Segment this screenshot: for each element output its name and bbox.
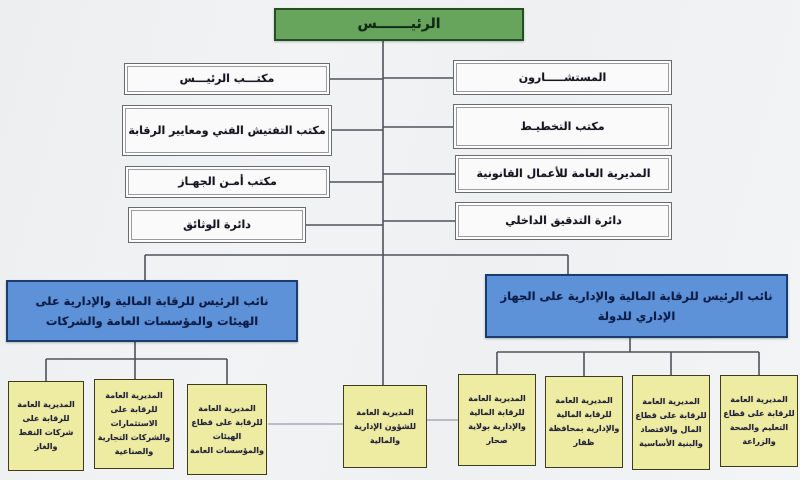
deputy-box-public-institutions: نائب الرئيس للرقابة المالية والإدارية عل… (6, 280, 298, 342)
office-box-internal-audit: دائرة التدقيق الداخلي (455, 202, 672, 240)
office-box-advisors: المستشـــــارون (453, 60, 672, 95)
directorate-box-investments: المديرية العامة للرقابة على الاستثمارات … (94, 379, 174, 469)
directorate-box-dhofar: المديرية العامة للرقابة المالية والإداري… (545, 376, 623, 468)
president-box: الرئيـــــــس (274, 8, 524, 41)
directorate-box-oil-gas: المديرية العامة للرقابة على شركات النفط … (8, 381, 84, 471)
office-box-president-office: مكتـــب الرئيـــس (124, 63, 330, 95)
office-box-apparatus-security: مكتب أمـن الجهـاز (125, 166, 330, 198)
directorate-box-public-bodies-sector: المديرية العامة للرقابة على قطاع الهيئات… (187, 384, 267, 475)
directorate-box-education-health-agriculture: المديرية العامة للرقابة على قطاع التعليم… (720, 375, 798, 467)
directorate-box-finance-economy-infrastructure: المديرية العامة للرقابة على قطاع المال و… (632, 375, 710, 470)
deputy-box-state-apparatus: نائب الرئيس للرقابة المالية والإدارية عل… (485, 274, 788, 338)
office-box-documents-department: دائرة الوثائق (128, 207, 306, 243)
directorate-box-sohar: المديرية العامة للرقابة المالية والإداري… (458, 374, 536, 466)
office-box-planning: مكتب التخطيـط (453, 104, 672, 149)
directorate-box-admin-financial-affairs: المديرية العامة للشؤون الإدارية والمالية (343, 385, 427, 468)
office-box-technical-inspection: مكتب التفتيش الفني ومعايير الرقابة (122, 105, 332, 156)
office-box-legal-affairs: المديرية العامة للأعمال القانونية (455, 155, 672, 193)
